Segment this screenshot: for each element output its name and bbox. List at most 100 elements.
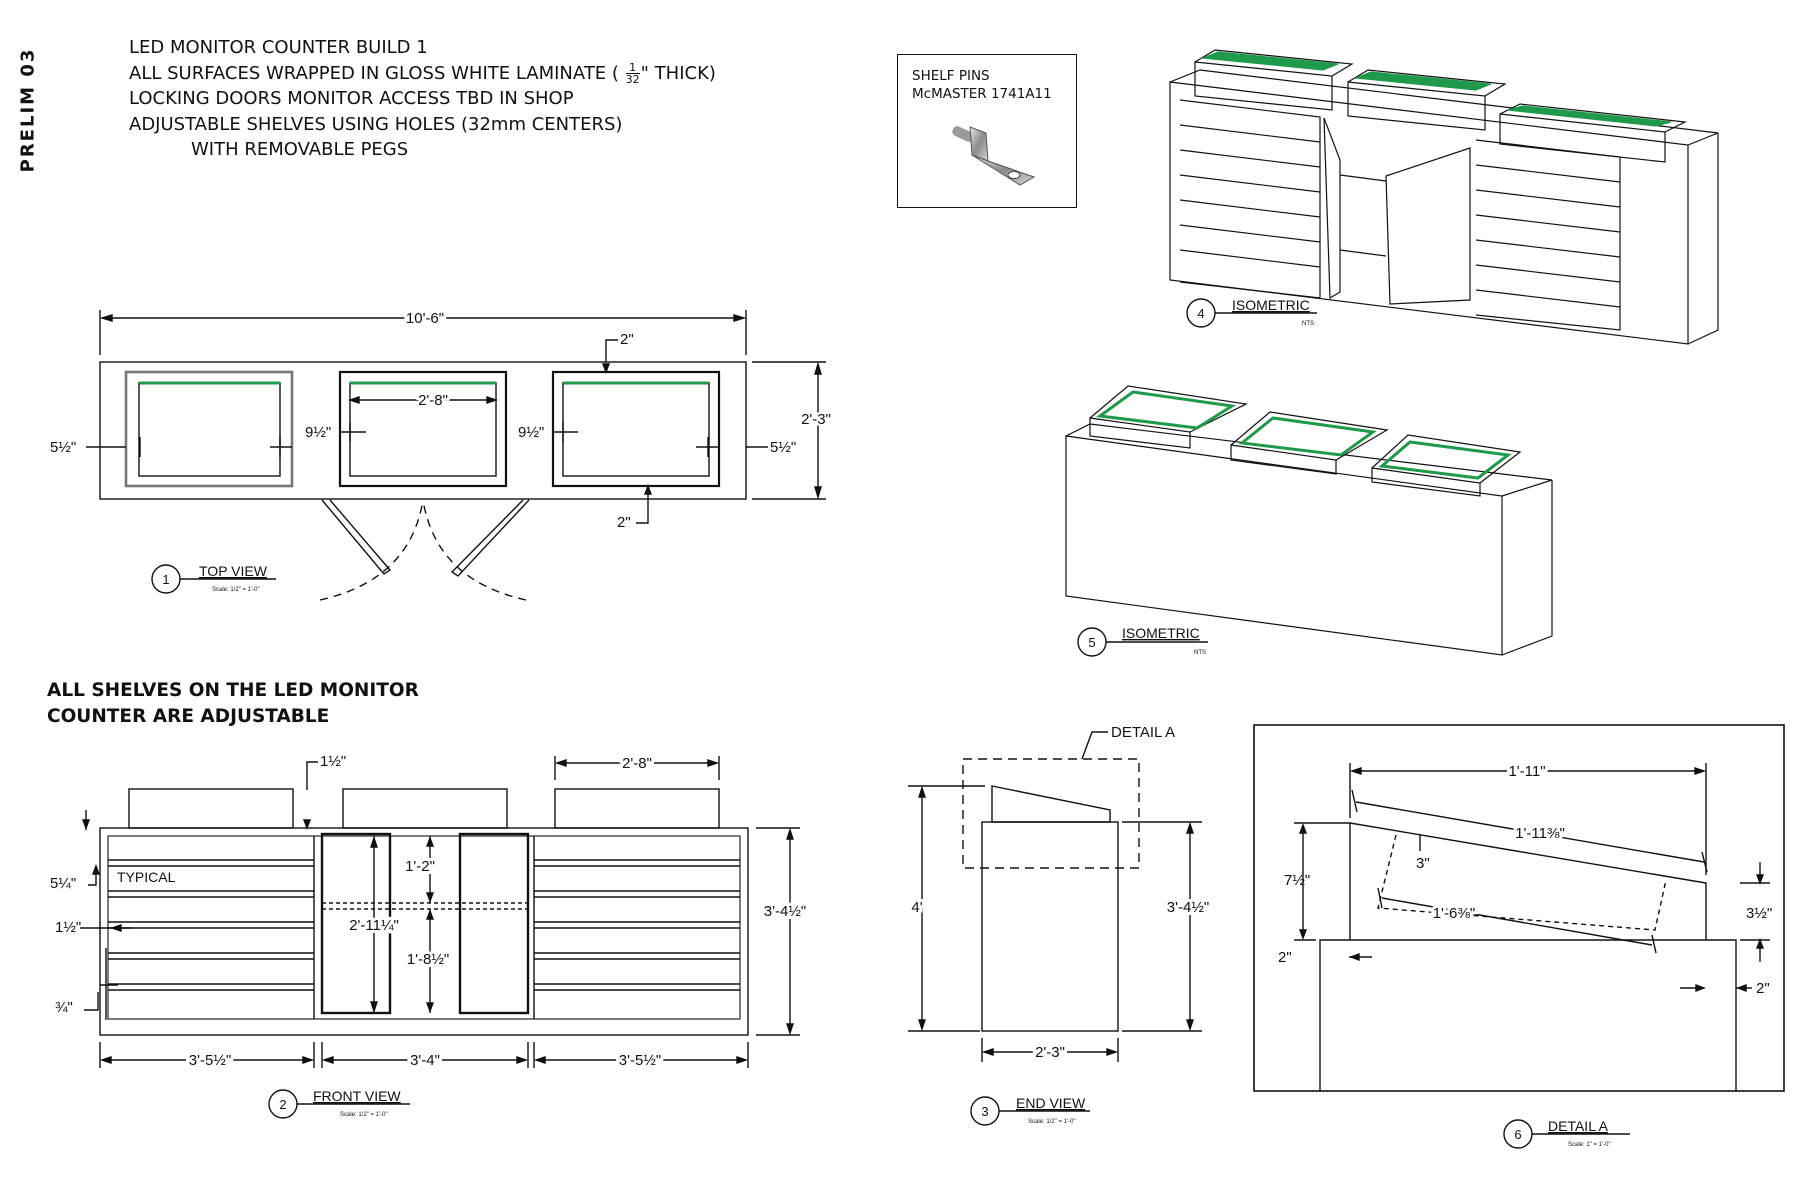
detail-a-frame (1253, 724, 1785, 1092)
note-line-2-pre: ALL SURFACES WRAPPED IN GLOSS WHITE LAMI… (129, 62, 619, 84)
front-base-label: ¾" (55, 999, 73, 1016)
front-shelf-thick-label: 1½" (55, 919, 81, 936)
view-1-number: 1 (162, 572, 169, 587)
detail-inner-label: 1'-6⅜" (1433, 905, 1475, 922)
detail-a-callout-label: DETAIL A (1111, 724, 1175, 741)
top-monitor-2-bezel (338, 370, 508, 488)
detail-monitor-body (1349, 822, 1707, 940)
view-4-title: ISOMETRIC (1232, 297, 1310, 313)
front-left-shelves (108, 859, 314, 991)
view-3-scale: Scale: 1/2" = 1'-0" (1028, 1119, 1076, 1125)
typical-label: TYPICAL (117, 869, 176, 885)
detail-width-label: 1'-11" (1508, 763, 1545, 780)
top-monitor-3 (562, 382, 710, 477)
detail-slope-label: 1'-11⅜" (1515, 825, 1565, 842)
front-shelf-spacing-label: 5¼" (50, 875, 76, 892)
shelf-pin-image (952, 126, 1036, 186)
detail-counter-top (1319, 939, 1737, 1091)
end-view-body (981, 821, 1119, 1032)
front-height-label: 3'-4½" (764, 903, 806, 920)
front-door-height-label: 2'-11¼" (349, 917, 399, 934)
view-5-number: 5 (1088, 635, 1095, 650)
note-line-2: ALL SURFACES WRAPPED IN GLOSS WHITE LAMI… (129, 61, 716, 87)
detail-slope-dim (1355, 801, 1705, 863)
view-6-number: 6 (1514, 1127, 1521, 1142)
note-line-4: ADJUSTABLE SHELVES USING HOLES (32mm CEN… (129, 113, 623, 135)
top-between-1-label: 9½" (305, 424, 331, 441)
front-monitor-2 (342, 788, 508, 829)
isometric-4 (1169, 49, 1719, 345)
view-4-scale: NTS (1302, 321, 1314, 327)
top-view-counter (99, 361, 747, 500)
note-line-3: LOCKING DOORS MONITOR ACCESS TBD IN SHOP (129, 88, 574, 109)
view-5-scale: NTS (1194, 650, 1206, 656)
top-monitor-width-label: 2'-8" (418, 392, 448, 409)
shelf-pins-line-1: SHELF PINS (912, 68, 990, 84)
top-monitor-1 (138, 382, 281, 477)
fraction-num: 1 (625, 62, 640, 74)
fraction-den: 32 (625, 73, 640, 86)
adjustable-note-line-2: COUNTER ARE ADJUSTABLE (47, 706, 330, 727)
front-monitor-3 (554, 788, 720, 829)
view-3-title: END VIEW (1016, 1095, 1086, 1111)
iso4-door-right (1385, 147, 1471, 305)
view-2-number: 2 (279, 1097, 286, 1112)
detail-left-h-label: 7½" (1284, 872, 1310, 889)
top-gap-label: 2" (620, 331, 634, 348)
shelf-pins-callout: SHELF PINS McMASTER 1741A11 (897, 54, 1077, 208)
view-5-title: ISOMETRIC (1122, 625, 1200, 641)
top-side-left-label: 5½" (50, 439, 76, 456)
top-gap-leader (605, 339, 618, 362)
view-6-title: DETAIL A (1548, 1118, 1609, 1134)
general-notes: LED MONITOR COUNTER BUILD 1 ALL SURFACES… (129, 35, 716, 163)
shelf-pins-line-2: McMASTER 1741A11 (912, 86, 1052, 102)
note-line-2-post: " THICK) (640, 62, 716, 84)
view-6-scale: Scale: 1" = 1'-0" (1568, 1142, 1611, 1148)
adjustable-shelves-note: ALL SHELVES ON THE LED MONITOR COUNTER A… (47, 678, 419, 730)
view-1-scale: Scale: 1/2" = 1'-0" (212, 587, 260, 593)
top-door-swing-left (319, 499, 424, 601)
top-door-right (450, 499, 530, 577)
front-center-label: 3'-4" (410, 1052, 440, 1069)
top-door-left (321, 499, 392, 575)
front-gap-label: 1½" (320, 753, 346, 770)
front-lower-label: 1'-8½" (407, 951, 449, 968)
detail-right-h-label: 3½" (1746, 905, 1772, 922)
top-monitor-1-bezel (124, 370, 294, 488)
dimension-labels: 10'-6" 2'-3" 2" 2" 2'-8" 5½" 5½" 9½" 9½"… (50, 307, 1772, 1072)
iso4-door-left (1323, 117, 1341, 300)
view-callouts (151, 298, 1630, 1149)
top-between-2-label: 9½" (518, 424, 544, 441)
top-overall-label: 10'-6" (406, 310, 444, 327)
front-monitor-1 (128, 788, 294, 829)
end-body-height-label: 3'-4½" (1167, 899, 1209, 916)
view-2-title: FRONT VIEW (313, 1088, 401, 1104)
top-door-swing-right (422, 499, 527, 601)
detail-right-gap-label: 2" (1756, 980, 1770, 997)
adjustable-note-line-1: ALL SHELVES ON THE LED MONITOR (47, 680, 419, 701)
view-1-title: TOP VIEW (199, 563, 268, 579)
top-bottom-gap-label: 2" (617, 514, 631, 531)
top-bottom-gap-leader (636, 486, 649, 524)
isometric-5 (1065, 385, 1553, 656)
iso5-body (1065, 435, 1503, 656)
front-door-right (458, 832, 530, 1015)
top-depth-label: 2'-3" (801, 411, 831, 428)
front-right-label: 3'-5½" (619, 1052, 661, 1069)
note-line-1: LED MONITOR COUNTER BUILD 1 (129, 37, 428, 58)
view-titles: 1 TOP VIEW Scale: 1/2" = 1'-0" 2 FRONT V… (162, 297, 1610, 1148)
front-upper-label: 1'-2" (405, 858, 435, 875)
detail-screen-recess (1377, 834, 1667, 931)
top-view (86, 310, 826, 601)
note-line-5: WITH REMOVABLE PEGS (191, 139, 409, 160)
shelf-pins-text: SHELF PINS McMASTER 1741A11 (912, 67, 1052, 103)
front-right-shelves (534, 859, 740, 991)
end-view-monitor (991, 785, 1111, 823)
end-depth-label: 2'-3" (1035, 1044, 1065, 1061)
end-height-label: 4' (911, 899, 922, 916)
front-monitor-width-label: 2'-8" (622, 755, 652, 772)
detail-left-gap-label: 2" (1278, 949, 1292, 966)
view-3-number: 3 (981, 1104, 988, 1119)
